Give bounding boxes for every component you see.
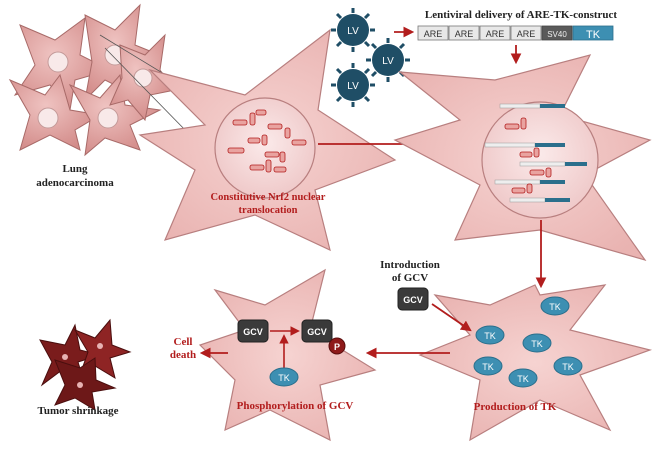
lung-adenocarcinoma-cluster — [8, 3, 233, 179]
arrow-gcv-to-cell — [431, 303, 472, 332]
nucleus — [481, 101, 599, 219]
tk-label: TK — [549, 302, 561, 312]
phosphate-label: P — [334, 342, 340, 352]
gcv-label: GCV — [403, 295, 423, 305]
nrf2-label-line2: translocation — [239, 205, 298, 216]
lv-particle: LV — [331, 8, 375, 52]
cluster-cell — [68, 73, 162, 157]
tk-enzyme: TK — [473, 356, 503, 376]
gcv-phosphorylated: GCV — [301, 319, 333, 343]
tumor-shrinkage-label: Tumor shrinkage — [38, 405, 119, 417]
tk-label: TK — [531, 339, 543, 349]
tk-enzyme: TK — [540, 296, 570, 316]
construct-element-tk: TK — [572, 25, 614, 41]
gcv-molecule: GCV — [237, 319, 269, 343]
cell-nrf2 — [138, 28, 397, 252]
tk-enzyme: TK — [522, 333, 552, 353]
construct-label: TK — [586, 29, 601, 41]
lv-label: LV — [347, 26, 359, 37]
production-label: Production of TK — [474, 401, 557, 413]
gcv-label: GCV — [307, 327, 327, 337]
construct-element-are: ARE — [479, 25, 511, 41]
cell-body — [198, 268, 377, 442]
tk-enzyme: TK — [553, 356, 583, 376]
construct-label: ARE — [486, 29, 505, 39]
construct-element-sv40: SV40 — [541, 25, 573, 41]
tk-label: TK — [278, 373, 290, 383]
cluster-cell — [8, 73, 102, 151]
intro-gcv-line1: Introduction — [380, 259, 440, 271]
cell-body — [418, 284, 653, 442]
phosphate-badge: P — [328, 337, 346, 355]
tk-enzyme: TK — [508, 368, 538, 388]
tk-label: TK — [484, 331, 496, 341]
gcv-label: GCV — [243, 327, 263, 337]
lentiviral-label: Lentiviral delivery of ARE-TK-construct — [425, 9, 618, 21]
are-tk-construct: ARE ARE ARE ARE SV40 TK — [417, 25, 614, 41]
construct-element-are: ARE — [510, 25, 542, 41]
cell-death-line1: Cell — [174, 336, 193, 348]
lung-label-line1: Lung — [62, 163, 88, 175]
construct-element-are: ARE — [448, 25, 480, 41]
construct-label: ARE — [455, 29, 474, 39]
nrf2-bound-glyphs — [504, 117, 552, 194]
tk-enzyme: TK — [269, 367, 299, 387]
lv-particle: LV — [366, 38, 410, 82]
phosphorylation-label: Phosphorylation of GCV — [237, 400, 354, 412]
cell-tk-production: TK TK TK TK TK TK — [418, 284, 653, 442]
lv-label: LV — [382, 56, 394, 67]
nrf2-protein-glyphs — [227, 109, 307, 173]
lv-label: LV — [347, 81, 359, 92]
gcv-molecule: GCV — [397, 287, 429, 311]
construct-label: ARE — [424, 29, 443, 39]
nrf2-label-line1: Constitutive Nrf2 nuclear — [211, 192, 326, 203]
cell-phosphorylation: GCV GCV P TK — [198, 268, 377, 442]
construct-element-are: ARE — [417, 25, 449, 41]
cell-death-line2: death — [170, 349, 196, 361]
cell-are-construct — [393, 54, 652, 262]
intro-gcv-line2: of GCV — [392, 272, 428, 284]
tk-enzyme: TK — [475, 325, 505, 345]
lentivirus-particles: LV LV LV — [331, 8, 410, 107]
tk-label: TK — [517, 374, 529, 384]
lung-label-line2: adenocarcinoma — [36, 177, 114, 189]
cluster-cell — [109, 33, 176, 122]
tk-label: TK — [562, 362, 574, 372]
tk-label: TK — [482, 362, 494, 372]
tumor-shrinkage-cluster — [39, 318, 132, 411]
construct-label: SV40 — [547, 30, 567, 39]
integrated-construct-bars — [484, 103, 587, 203]
construct-label: ARE — [517, 29, 536, 39]
lv-particle: LV — [331, 63, 375, 107]
